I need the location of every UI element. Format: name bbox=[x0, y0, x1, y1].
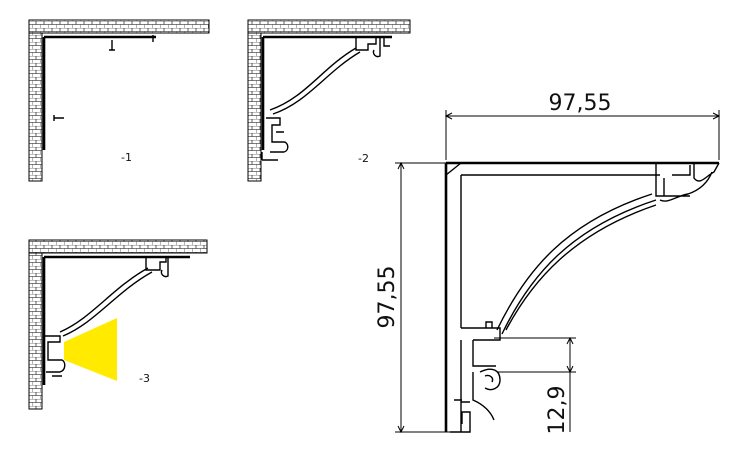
light-channel-profile bbox=[44, 335, 66, 377]
figure-label: -1 bbox=[121, 151, 132, 164]
figure-3: -3 bbox=[28, 239, 208, 410]
light-channel-profile bbox=[266, 117, 289, 153]
channel-dimension: 12,9 bbox=[494, 336, 576, 435]
curved-cove-panel bbox=[59, 267, 153, 337]
wall-brick-ceiling bbox=[28, 19, 210, 182]
figure-label: -3 bbox=[139, 372, 150, 385]
curved-cove-panel bbox=[269, 47, 361, 115]
top-slot-detail bbox=[655, 162, 720, 202]
channel-dimension-value: 12,9 bbox=[545, 386, 570, 435]
mounting-rail bbox=[42, 255, 190, 385]
wall-brick-ceiling bbox=[247, 19, 411, 182]
light-channel-profile bbox=[460, 321, 501, 421]
top-profile-end bbox=[145, 258, 169, 278]
figure-2: -2 bbox=[247, 19, 411, 182]
fixing-clip-side bbox=[53, 115, 64, 121]
mounting-rail bbox=[261, 35, 392, 150]
top-profile-end bbox=[355, 38, 390, 58]
height-dimension: 97,55 bbox=[375, 161, 455, 434]
main-detail: 97,55 97,55 12,9 bbox=[375, 91, 721, 435]
figure-label: -2 bbox=[358, 152, 369, 165]
bottom-lip bbox=[450, 399, 471, 433]
bottom-lip bbox=[261, 152, 278, 161]
curved-cove-panel bbox=[496, 193, 657, 335]
mounting-rail bbox=[42, 35, 156, 150]
inner-back-wall bbox=[445, 162, 660, 432]
width-dimension-value: 97,55 bbox=[549, 91, 612, 116]
width-dimension: 97,55 bbox=[444, 91, 721, 160]
back-wall-plate bbox=[444, 161, 719, 432]
figure-1: -1 bbox=[28, 19, 210, 182]
light-beam bbox=[64, 318, 117, 381]
wall-brick-ceiling bbox=[28, 239, 208, 410]
fixing-clip-top bbox=[109, 35, 154, 51]
height-dimension-value: 97,55 bbox=[375, 266, 400, 329]
